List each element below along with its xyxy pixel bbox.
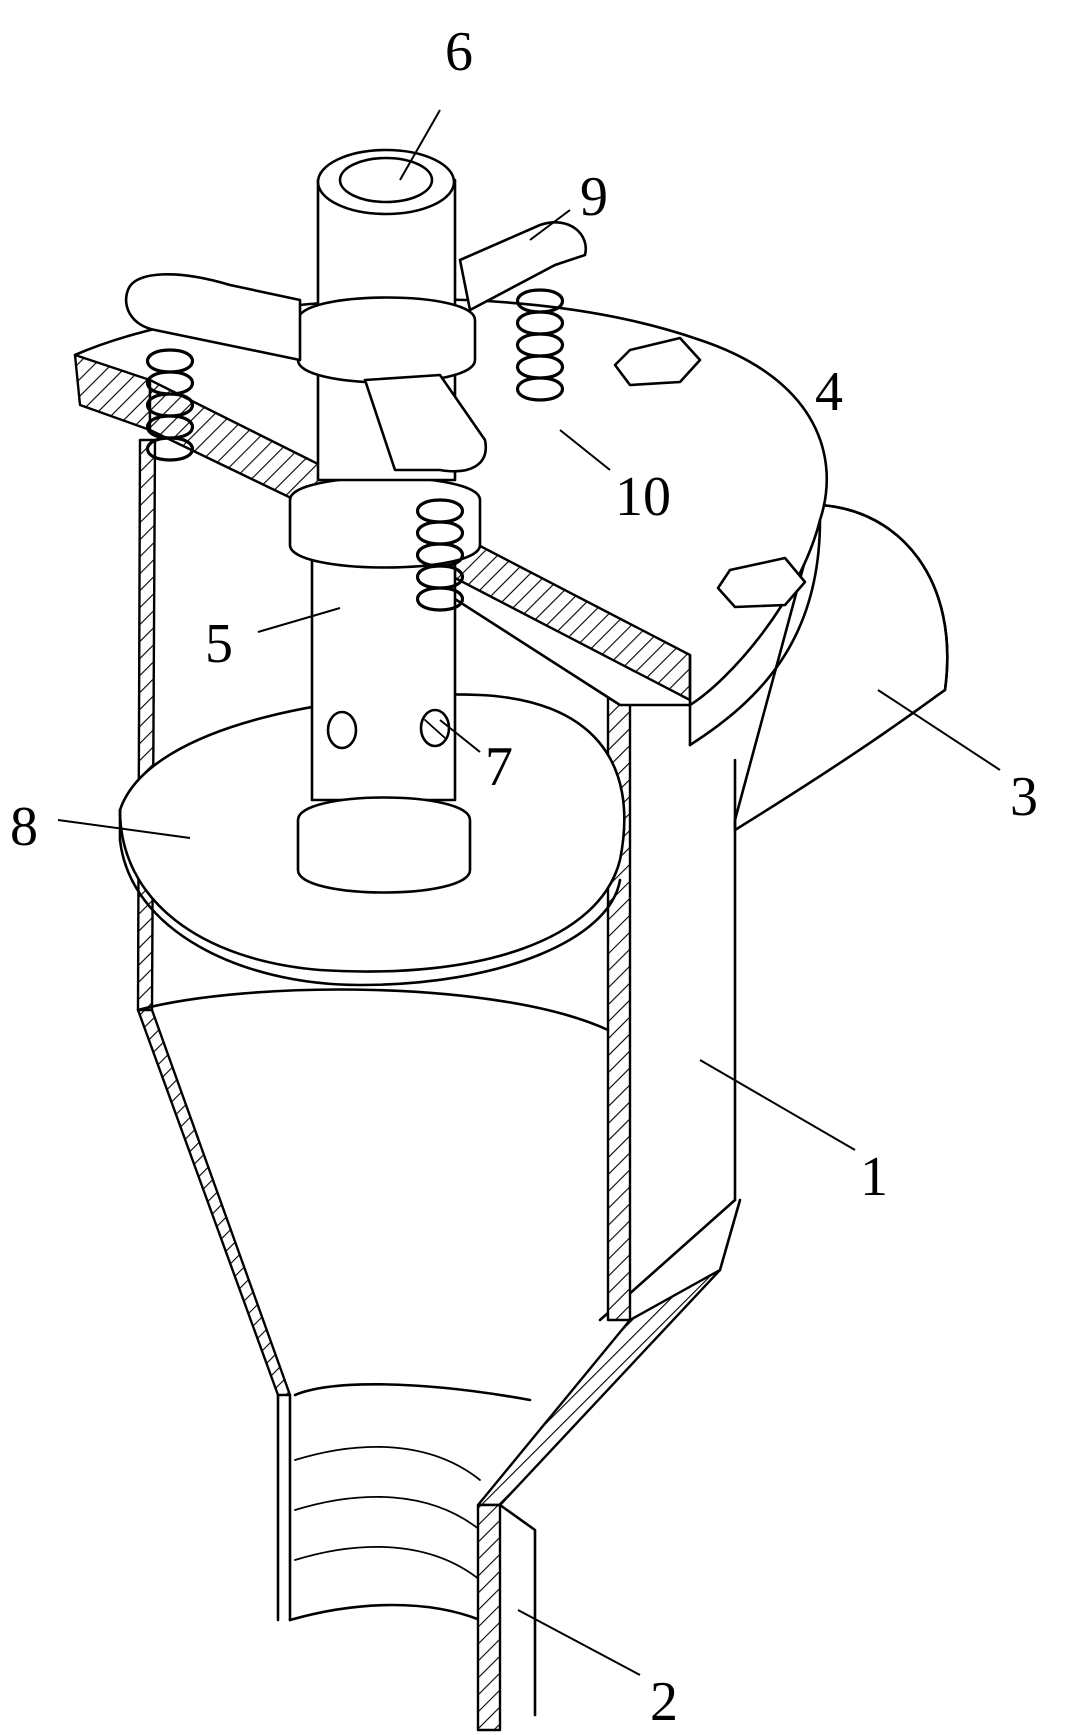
overflow-sleeve: [288, 476, 482, 894]
underflow-outlet: [276, 1383, 537, 1732]
label-8: 8: [10, 796, 38, 858]
label-7: 7: [485, 736, 513, 798]
label-4: 4: [815, 361, 843, 423]
sleeve-hole: [326, 710, 358, 750]
support-arms: [124, 221, 588, 473]
label-2: 2: [650, 1671, 678, 1733]
cone-section: [136, 988, 742, 1507]
leader-lines: [57, 109, 1001, 1676]
label-5: 5: [205, 613, 233, 675]
label-1: 1: [860, 1146, 888, 1208]
tangential-inlet: [733, 503, 949, 832]
bolt-head: [716, 556, 807, 609]
label-10: 10: [615, 466, 671, 528]
label-3: 3: [1010, 766, 1038, 828]
bolt-head: [613, 336, 702, 387]
label-9: 9: [580, 166, 608, 228]
part-labels: 1 2 3 4 5 6 7 8 9 10: [10, 21, 1038, 1733]
label-6: 6: [445, 21, 473, 83]
